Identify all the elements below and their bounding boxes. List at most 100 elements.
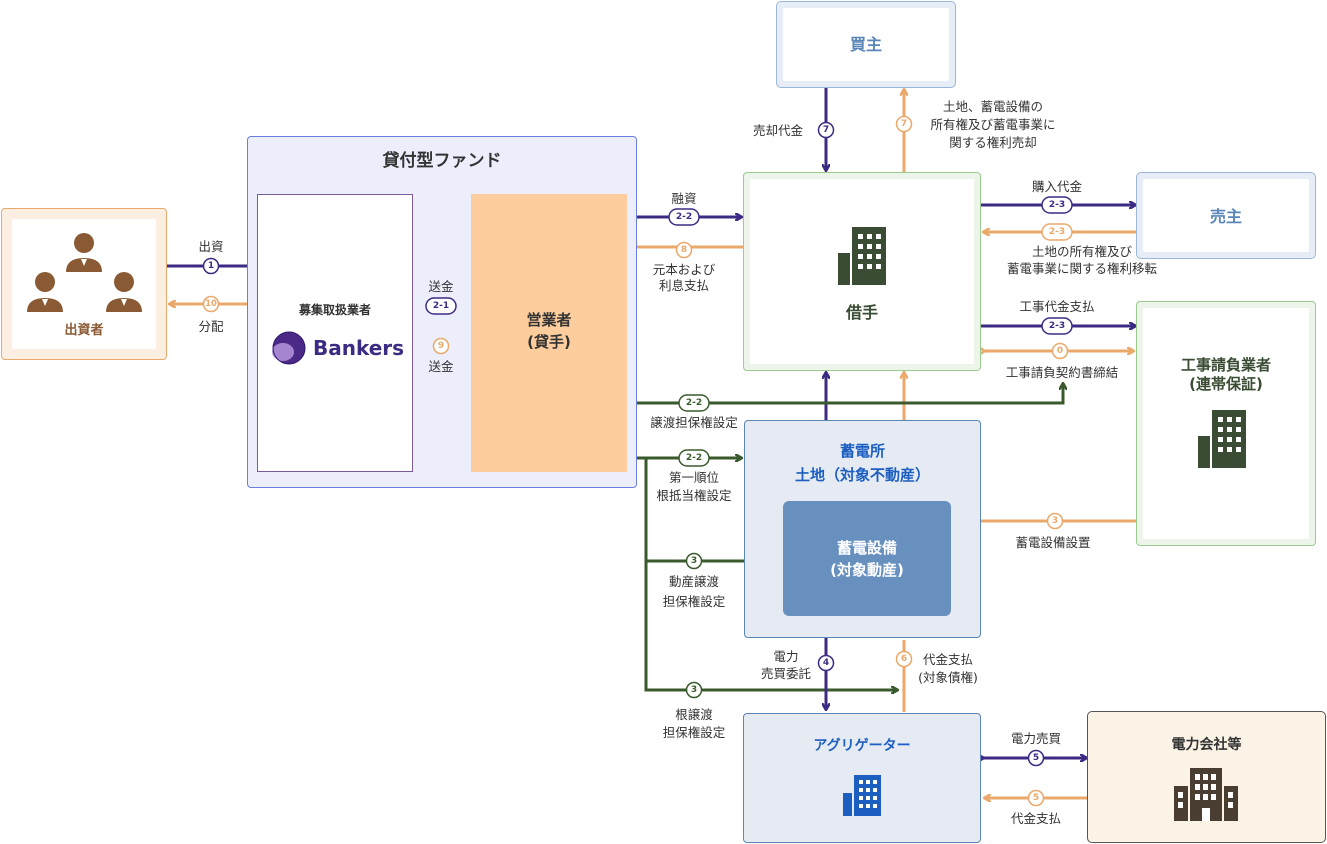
station-line2: 土地（対象不動産） (794, 466, 930, 484)
contractor-line2: (連帯保証) (1189, 375, 1263, 393)
label-sale-rights-1: 土地、蓄電設備の (942, 99, 1043, 114)
broker-title: 募集取扱業者 (298, 303, 371, 317)
badge-sale-price-num: 7 (822, 125, 830, 135)
label-send-9: 送金 (428, 359, 454, 374)
arrow-green-trunk (644, 458, 897, 690)
borrower-label: 借手 (845, 303, 878, 322)
badge-movable-security-num: 3 (690, 556, 698, 566)
label-sale-rights-3: 関する権利売却 (949, 135, 1037, 150)
badge-install-num: 3 (1051, 516, 1059, 526)
badge-send-1 (425, 297, 457, 315)
badge-transfer (1041, 223, 1073, 241)
label-assignment-security: 譲渡担保権設定 (650, 415, 738, 430)
label-price-pay-3: 代金支払 (1010, 811, 1061, 826)
badge-assignment-security-num: 2-2 (685, 398, 703, 408)
badge-purchase-num: 2-3 (1048, 200, 1066, 210)
label-movable-security-2: 担保権設定 (662, 594, 726, 609)
badge-price-pay-2 (1027, 789, 1045, 807)
power-company-label: 電力会社等 (1171, 737, 1242, 753)
badge-price-pay-2-num: 5 (1032, 793, 1040, 803)
badge-sale-rights-num: 7 (900, 119, 908, 129)
building-icon (1198, 410, 1246, 468)
badge-loan-num: 2-2 (675, 212, 693, 222)
badge-distribute-num: 10 (205, 299, 217, 309)
people-icon (27, 233, 142, 312)
badge-construction-contract (1051, 342, 1069, 360)
badge-assignment-security (678, 394, 710, 412)
label-sale-price: 売却代金 (753, 123, 804, 138)
badge-repay-num: 8 (680, 245, 688, 255)
broker-brand: Bankers (313, 336, 405, 360)
operator-sub: (貸手) (527, 333, 571, 351)
badge-invest-num: 1 (207, 261, 215, 271)
label-price-pay-2: (対象債権) (918, 670, 978, 685)
badge-price-pay (895, 650, 913, 668)
borrower-box (743, 172, 981, 371)
building-icon (843, 775, 881, 816)
station-line1: 蓄電所 (839, 442, 885, 460)
badge-purchase (1041, 196, 1073, 214)
label-transfer-2: 蓄電事業に関する権利移転 (1006, 261, 1157, 276)
buyer-box (776, 1, 956, 88)
badge-mortgage-num: 2-2 (685, 453, 703, 463)
badge-transfer-num: 2-3 (1048, 227, 1066, 237)
badge-distribute (202, 295, 220, 313)
label-price-pay-1: 代金支払 (922, 652, 973, 667)
badge-install (1046, 512, 1064, 530)
label-root-security-1: 根譲渡 (675, 707, 713, 722)
label-invest: 出資 (198, 239, 224, 254)
label-install: 蓄電設備設置 (1015, 535, 1091, 550)
aggregator-label: アグリゲーター (813, 738, 911, 754)
label-power-consign-2: 売買委託 (760, 666, 811, 681)
badge-send-1-num: 2-1 (432, 301, 450, 311)
badge-construction-contract-num: 0 (1056, 346, 1064, 356)
label-purchase: 購入代金 (1031, 179, 1082, 194)
label-sale-rights-2: 所有権及び蓄電事業に (930, 117, 1056, 132)
label-construction-pay: 工事代金支払 (1019, 299, 1095, 314)
contractor-line1: 工事請負業者 (1180, 356, 1271, 374)
badge-sale-rights (895, 115, 913, 133)
badge-invest (202, 257, 220, 275)
badge-root-security (685, 681, 703, 699)
badge-send-9 (432, 337, 450, 355)
badge-send-9-num: 9 (437, 341, 445, 351)
fund-title: 貸付型ファンド (382, 151, 502, 171)
label-movable-security-1: 動産譲渡 (668, 574, 719, 589)
badge-construction-pay-num: 2-3 (1048, 321, 1066, 331)
badge-power-consign (817, 654, 835, 672)
label-mortgage-2: 根抵当権設定 (656, 488, 732, 503)
badge-mortgage (678, 449, 710, 467)
operator-title: 営業者 (526, 311, 572, 329)
equipment-line1: 蓄電設備 (836, 539, 897, 557)
label-repay-2: 利息支払 (658, 278, 709, 293)
label-construction-contract: 工事請負契約書締結 (1005, 365, 1119, 380)
badge-movable-security (685, 552, 703, 570)
badge-power-consign-num: 4 (822, 658, 830, 668)
badge-sale-price (817, 121, 835, 139)
label-repay-1: 元本および (652, 262, 716, 277)
operator-box (471, 194, 627, 472)
seller-box (1136, 172, 1316, 259)
label-distribute: 分配 (198, 319, 224, 334)
badge-construction-pay (1041, 317, 1073, 335)
equipment-line2: (対象動産) (830, 561, 904, 579)
arrow-assignment-security (627, 384, 1063, 405)
label-transfer-1: 土地の所有権及び (1031, 244, 1132, 259)
badge-repay (675, 241, 693, 259)
equipment-box (783, 501, 951, 616)
label-power-trade: 電力売買 (1010, 731, 1061, 746)
badge-root-security-num: 3 (690, 685, 698, 695)
bankers-logo-icon (272, 331, 306, 365)
label-mortgage-1: 第一順位 (668, 470, 719, 485)
label-power-consign-1: 電力 (773, 649, 799, 664)
badge-price-pay-num: 6 (900, 654, 908, 664)
seller-label: 売主 (1209, 207, 1242, 226)
label-loan: 融資 (671, 191, 697, 206)
label-send-1: 送金 (428, 279, 454, 294)
building-icon (1174, 768, 1238, 821)
badge-power-trade (1027, 749, 1045, 767)
buyer-label: 買主 (849, 35, 882, 54)
investors-label: 出資者 (64, 323, 104, 338)
label-root-security-2: 担保権設定 (662, 725, 726, 740)
